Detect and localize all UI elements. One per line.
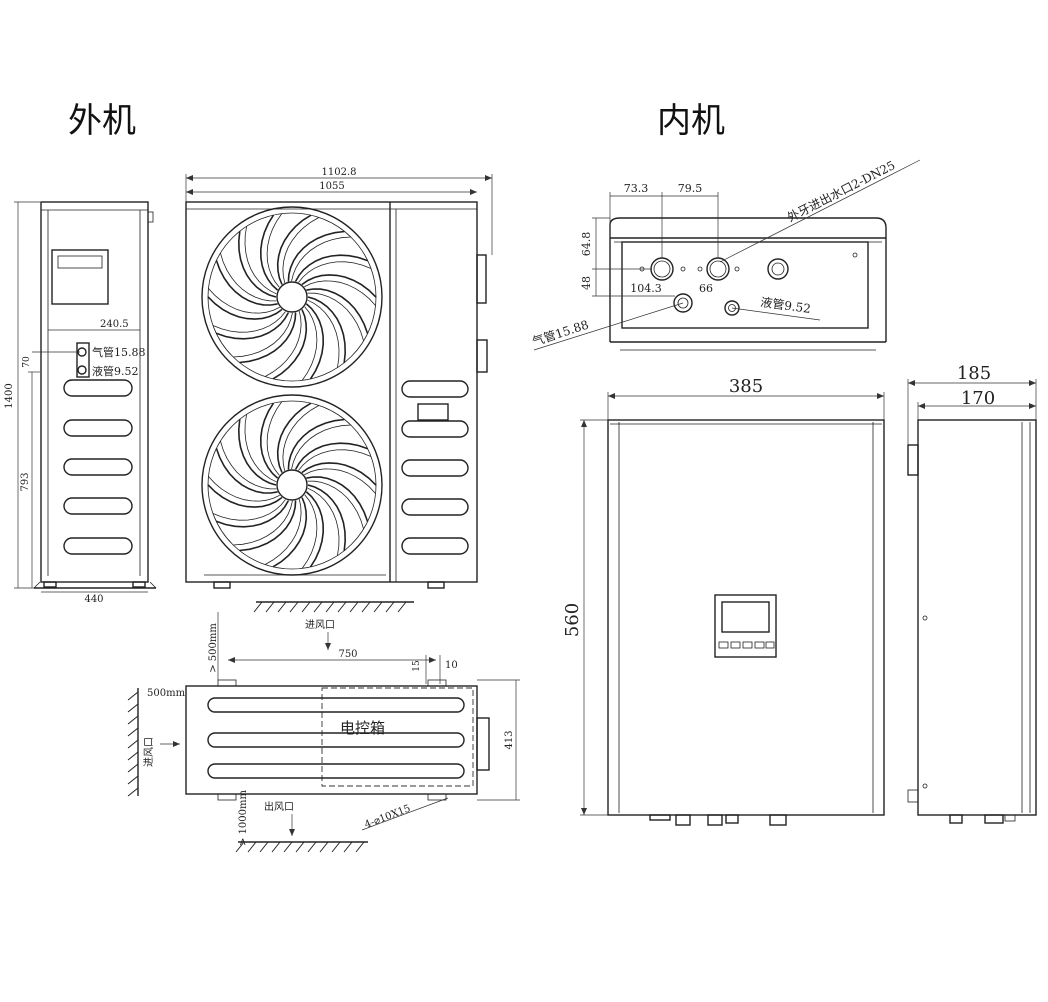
indoor-title: 内机 (657, 101, 725, 141)
indoor-side-depth-dim: 170 (961, 388, 995, 409)
outdoor-valve-offset-dim: 240.5 (100, 319, 129, 330)
indoor-port1-offset-dim: 73.3 (624, 182, 649, 195)
plan-slot-depth-dim: 10 (445, 660, 458, 671)
indoor-side-depth-total-dim: 185 (957, 363, 991, 384)
outdoor-front-view (185, 201, 488, 589)
upper-fan (201, 206, 383, 388)
left-clearance-label: 500mm (147, 688, 186, 699)
air-outlet-label: 出风口 (264, 800, 294, 813)
installation-clearance (127, 601, 414, 853)
front-clearance-label: > 500mm (208, 623, 219, 673)
indoor-front-view (607, 419, 885, 826)
mount-holes-label: 4-⌀10X15 (363, 803, 412, 831)
indoor-height-dim: 560 (562, 603, 583, 637)
indoor-gas-pipe-label: 气管15.88 (530, 317, 590, 349)
outdoor-width-dim: 1055 (319, 181, 344, 192)
indoor-pipe-spacing-dim: 66 (699, 282, 713, 295)
indoor-side-view (907, 419, 1037, 824)
outdoor-title: 外机 (68, 101, 136, 141)
indoor-refpipe-depth-dim: 48 (580, 276, 593, 290)
water-ports-label: 外牙进出水口2-DN25 (785, 158, 897, 225)
outdoor-height-lower-dim: 793 (20, 472, 31, 491)
outdoor-liquid-pipe-label: 液管9.52 (92, 364, 139, 378)
indoor-liquid-pipe-label: 液管9.52 (760, 294, 812, 316)
controller-display (721, 601, 770, 633)
outdoor-plan-view (185, 679, 490, 801)
controller-panel (714, 594, 777, 658)
indoor-gas-offset-dim: 104.3 (630, 282, 662, 295)
outdoor-side-view (33, 201, 157, 589)
indoor-port-depth-dim: 64.8 (580, 232, 593, 257)
air-inlet-left-label: 进风口 (143, 737, 155, 767)
indoor-width-dim: 385 (729, 376, 763, 397)
outdoor-side-depth-dim: 440 (84, 594, 103, 605)
control-box-label: 电控箱 (340, 719, 385, 737)
plan-hole-spacing-dim: 750 (338, 649, 357, 660)
indoor-port-spacing-dim: 79.5 (678, 182, 703, 195)
air-inlet-top-label: 进风口 (305, 619, 335, 631)
plan-depth-dim: 413 (504, 730, 515, 749)
plan-slot-width-dim: 15 (412, 660, 422, 672)
rear-clearance-label: > 1000mm (238, 790, 249, 846)
outdoor-total-width-dim: 1102.8 (322, 167, 357, 178)
lower-fan (201, 394, 383, 576)
outdoor-valve-gap-dim: 70 (22, 356, 32, 368)
outdoor-height-dim: 1400 (4, 383, 15, 408)
outdoor-gas-pipe-label: 气管15.88 (92, 345, 146, 359)
